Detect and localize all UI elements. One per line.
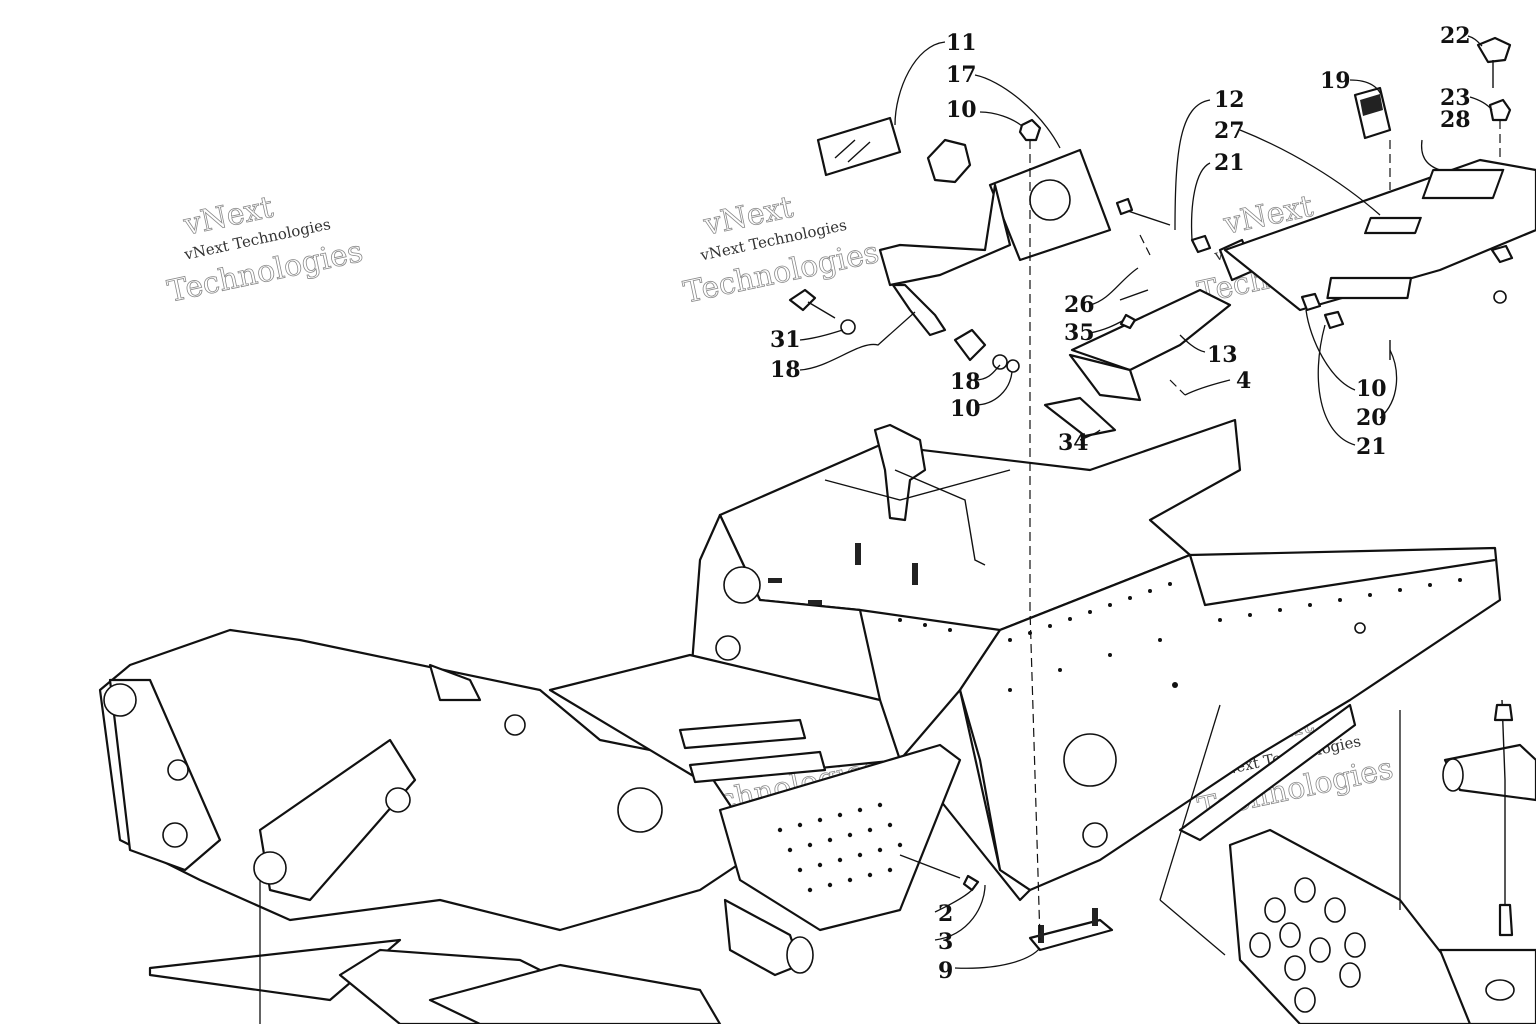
frame-hole: [723, 566, 761, 604]
callout-10-c: 10: [1356, 376, 1387, 402]
frame-hole: [167, 759, 189, 781]
callout-26: 26: [1064, 292, 1095, 318]
callout-12: 12: [1214, 87, 1245, 113]
callout-18: 18: [770, 357, 801, 383]
tube-end: [786, 936, 814, 974]
decal-plates: [1326, 168, 1505, 300]
callout-28: 28: [1440, 107, 1471, 133]
leader-lines: [259, 35, 1501, 1024]
stud: [768, 578, 782, 583]
frame-hole: [253, 851, 287, 885]
main-chassis: [688, 418, 1502, 902]
right-side-parts: [1228, 699, 1536, 1024]
frame-hole: [504, 714, 526, 736]
callout-21-b: 21: [1356, 434, 1387, 460]
frame-hole: [715, 635, 741, 661]
callout-35: 35: [1064, 320, 1095, 346]
callout-18-b: 18: [950, 369, 981, 395]
callout-21: 21: [1214, 150, 1245, 176]
callout-20: 20: [1356, 405, 1387, 431]
callout-31: 31: [770, 327, 801, 353]
callout-23: 23: [1440, 85, 1471, 111]
watermark-2: vNext vNext Technologies Technologies: [680, 189, 882, 310]
front-frame: [98, 628, 962, 1024]
callout-4: 4: [1236, 368, 1251, 394]
callout-9: 9: [938, 958, 953, 984]
plate: [816, 116, 902, 177]
frame-hole: [385, 787, 411, 813]
rivet-row: [898, 578, 1462, 692]
frame-hole: [103, 683, 137, 717]
callout-19: 19: [1320, 68, 1351, 94]
callout-34: 34: [1058, 430, 1089, 456]
callout-27: 27: [1214, 118, 1245, 144]
frame-hole: [1354, 622, 1366, 634]
callout-17: 17: [946, 62, 977, 88]
frame-hole: [1082, 822, 1108, 848]
frame-hole: [617, 787, 663, 833]
callout-3: 3: [938, 929, 953, 955]
callout-2: 2: [938, 901, 953, 927]
stud: [912, 563, 918, 585]
stud: [855, 543, 861, 565]
frame-hole: [1063, 733, 1117, 787]
bracket-holes: [1249, 877, 1366, 1013]
frame-hole: [162, 822, 188, 848]
watermark-1: vNext vNext Technologies Technologies: [164, 189, 366, 310]
callout-13: 13: [1207, 342, 1238, 368]
footrest-holes: [777, 802, 903, 893]
callout-10-b: 10: [950, 396, 981, 422]
callout-11: 11: [946, 30, 977, 56]
callout-labels: 11 17 10 12 27 21 19 22 23 28 31 18 18 1…: [770, 23, 1471, 984]
callout-22: 22: [1440, 23, 1471, 49]
stud: [808, 600, 822, 605]
callout-10: 10: [946, 97, 977, 123]
exploded-parts: [788, 36, 1536, 952]
